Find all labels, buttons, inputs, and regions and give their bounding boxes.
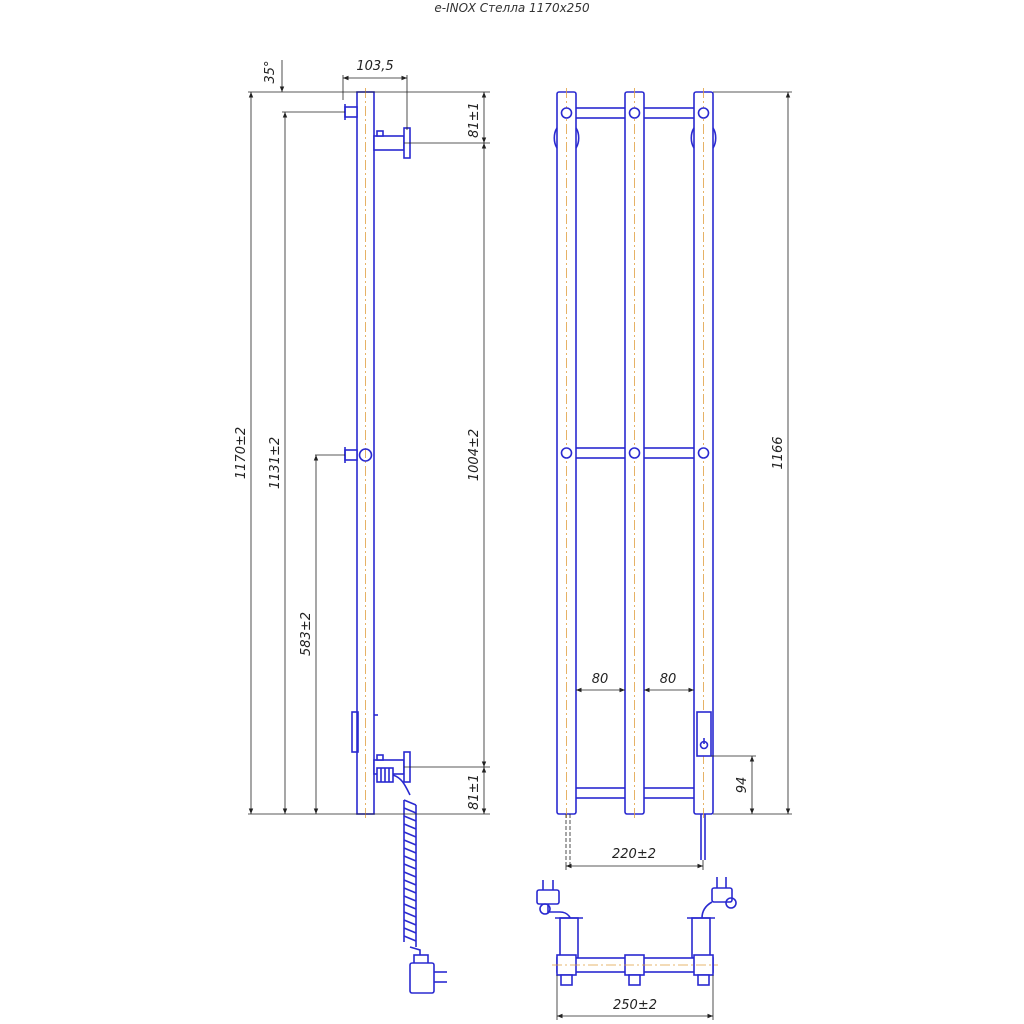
dim-total-height: 1170±2 — [234, 427, 249, 479]
right-mount-post — [691, 917, 711, 959]
middle-joint-circle — [358, 448, 373, 462]
dim-spacing-right: 80 — [660, 672, 677, 687]
right-plug-icon — [701, 877, 737, 919]
top-dimensions: 250±2 — [556, 975, 714, 1020]
drawing-title: e-INOX Стелла 1170x250 — [434, 1, 590, 15]
coiled-cable — [392, 774, 411, 796]
dim-spacing-left: 80 — [592, 672, 609, 687]
side-dimensions: 103,5 35° 1170±2 1131±2 583±2 1004±2 81±… — [234, 59, 490, 815]
plug-icon — [409, 954, 447, 994]
dim-angle: 35° — [263, 60, 278, 83]
front-dimensions: 80 80 1166 94 220±2 — [565, 91, 792, 870]
dim-pipe-distance: 220±2 — [612, 847, 656, 862]
side-view — [344, 88, 447, 994]
left-plug-icon — [536, 880, 573, 927]
dim-depth: 103,5 — [356, 59, 393, 74]
left-mount-post — [559, 917, 579, 959]
power-button-icon — [696, 711, 712, 757]
top-bracket-stub — [344, 106, 358, 118]
dim-rail-height: 1166 — [771, 436, 786, 469]
dim-total-width: 250±2 — [613, 998, 657, 1013]
dim-bottom-offset: 81±1 — [467, 774, 482, 810]
front-view — [553, 88, 717, 866]
dim-mount-height: 1004±2 — [467, 429, 482, 481]
dim-mid-height: 583±2 — [299, 612, 314, 656]
middle-bracket-stub — [344, 449, 358, 461]
dim-controller-height: 94 — [735, 777, 750, 794]
top-view — [536, 877, 737, 986]
dim-top-offset: 81±1 — [467, 102, 482, 138]
cable-coil — [403, 799, 417, 947]
side-controller — [351, 711, 359, 753]
top-wall-mount — [373, 135, 405, 151]
dim-height-1131: 1131±2 — [268, 437, 283, 489]
controller-box — [696, 711, 712, 757]
